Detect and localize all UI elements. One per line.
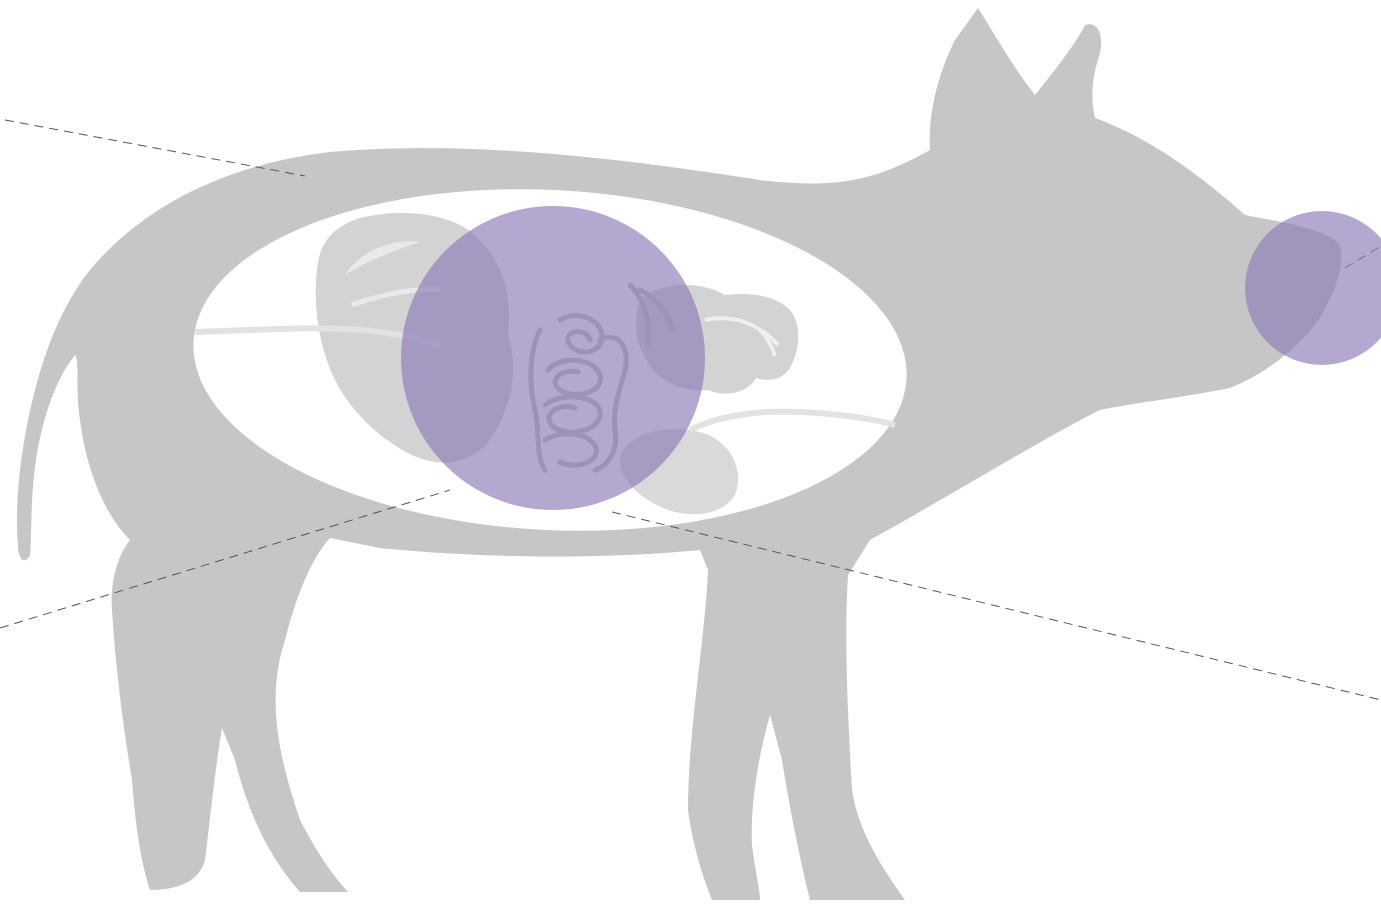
highlight-gastrointestinal-tract xyxy=(401,206,705,510)
leader-line-top-left xyxy=(5,120,305,176)
